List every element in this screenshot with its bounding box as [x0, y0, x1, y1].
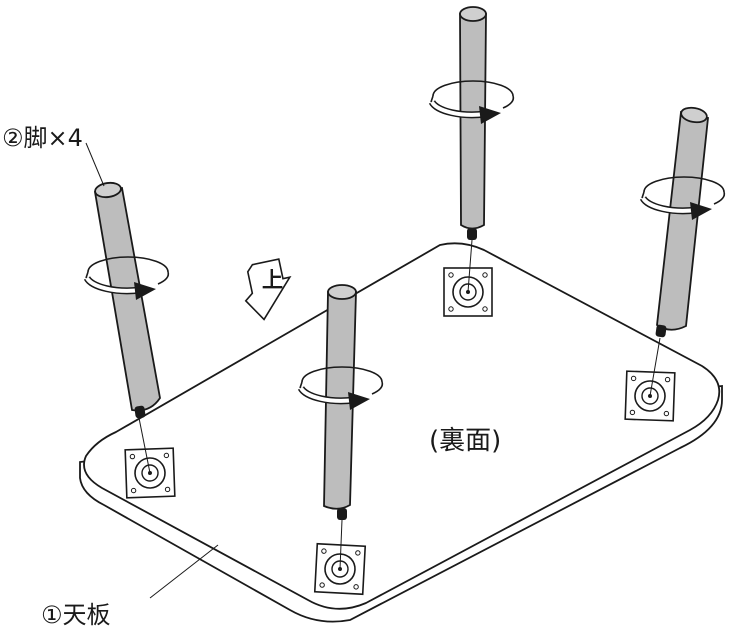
underside-label: (裏面)	[429, 426, 502, 456]
tabletop-surface	[83, 242, 721, 610]
leg-leader-line	[85, 142, 105, 187]
leg-front-left	[93, 181, 161, 419]
leg-back-right	[655, 106, 709, 338]
tabletop-leader-line	[149, 544, 219, 599]
leg-back-center	[459, 6, 487, 240]
tabletop-label: ①天板	[41, 601, 111, 629]
leg-label: ②脚×4	[2, 124, 83, 152]
up-direction-arrow-icon	[244, 258, 292, 321]
up-mark-label: 上	[262, 268, 283, 292]
